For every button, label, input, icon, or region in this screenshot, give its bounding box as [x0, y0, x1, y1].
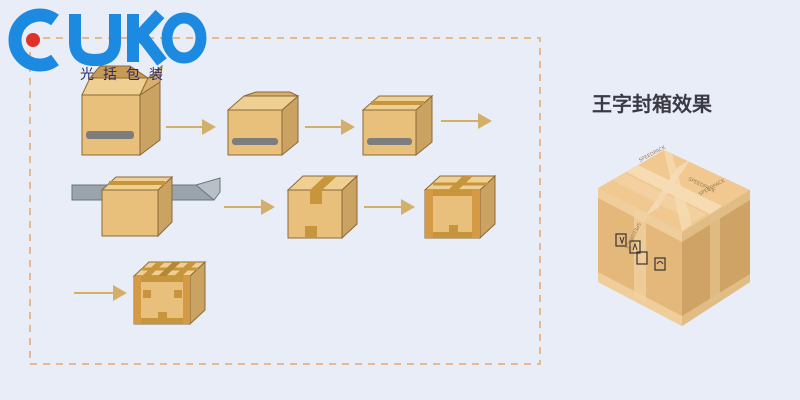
- logo-red-dot: [26, 33, 40, 47]
- arrow-3: [441, 113, 492, 129]
- logo-k-letter: [127, 9, 167, 66]
- box-step-3-top-closed: [361, 94, 434, 157]
- logo-o-letter: [161, 12, 207, 64]
- box-step-2-flaps-folding: [226, 91, 300, 157]
- result-title: 王字封箱效果: [592, 92, 712, 116]
- this-way-up-icon: [629, 240, 641, 254]
- umbrella-icon: [654, 257, 666, 271]
- fragile-glass-icon: [615, 233, 627, 247]
- brand-subtitle: 光括包装: [80, 67, 172, 83]
- process-frame: [29, 37, 541, 365]
- logo-u-letter: [69, 14, 121, 67]
- result-sealed-box: SPEEDPACK SPEEDPACK SPEEDPACK SPEEDPACK: [598, 144, 750, 326]
- cuko-logo: [8, 8, 207, 72]
- arrow-6: [74, 285, 127, 301]
- box-step-7-wang-sealed: [132, 260, 207, 326]
- box-step-1-open: [81, 64, 163, 156]
- box-step-4-on-rail: [100, 175, 174, 238]
- box-step-6-sides-taped: [423, 174, 497, 240]
- arrow-5: [364, 199, 415, 215]
- logo-c-letter: [8, 8, 59, 72]
- arrow-2: [305, 119, 355, 135]
- arrow-4: [224, 199, 275, 215]
- box-step-5-center-tape: [286, 174, 359, 240]
- arrow-1: [166, 119, 216, 135]
- keep-dry-icon: [636, 251, 648, 265]
